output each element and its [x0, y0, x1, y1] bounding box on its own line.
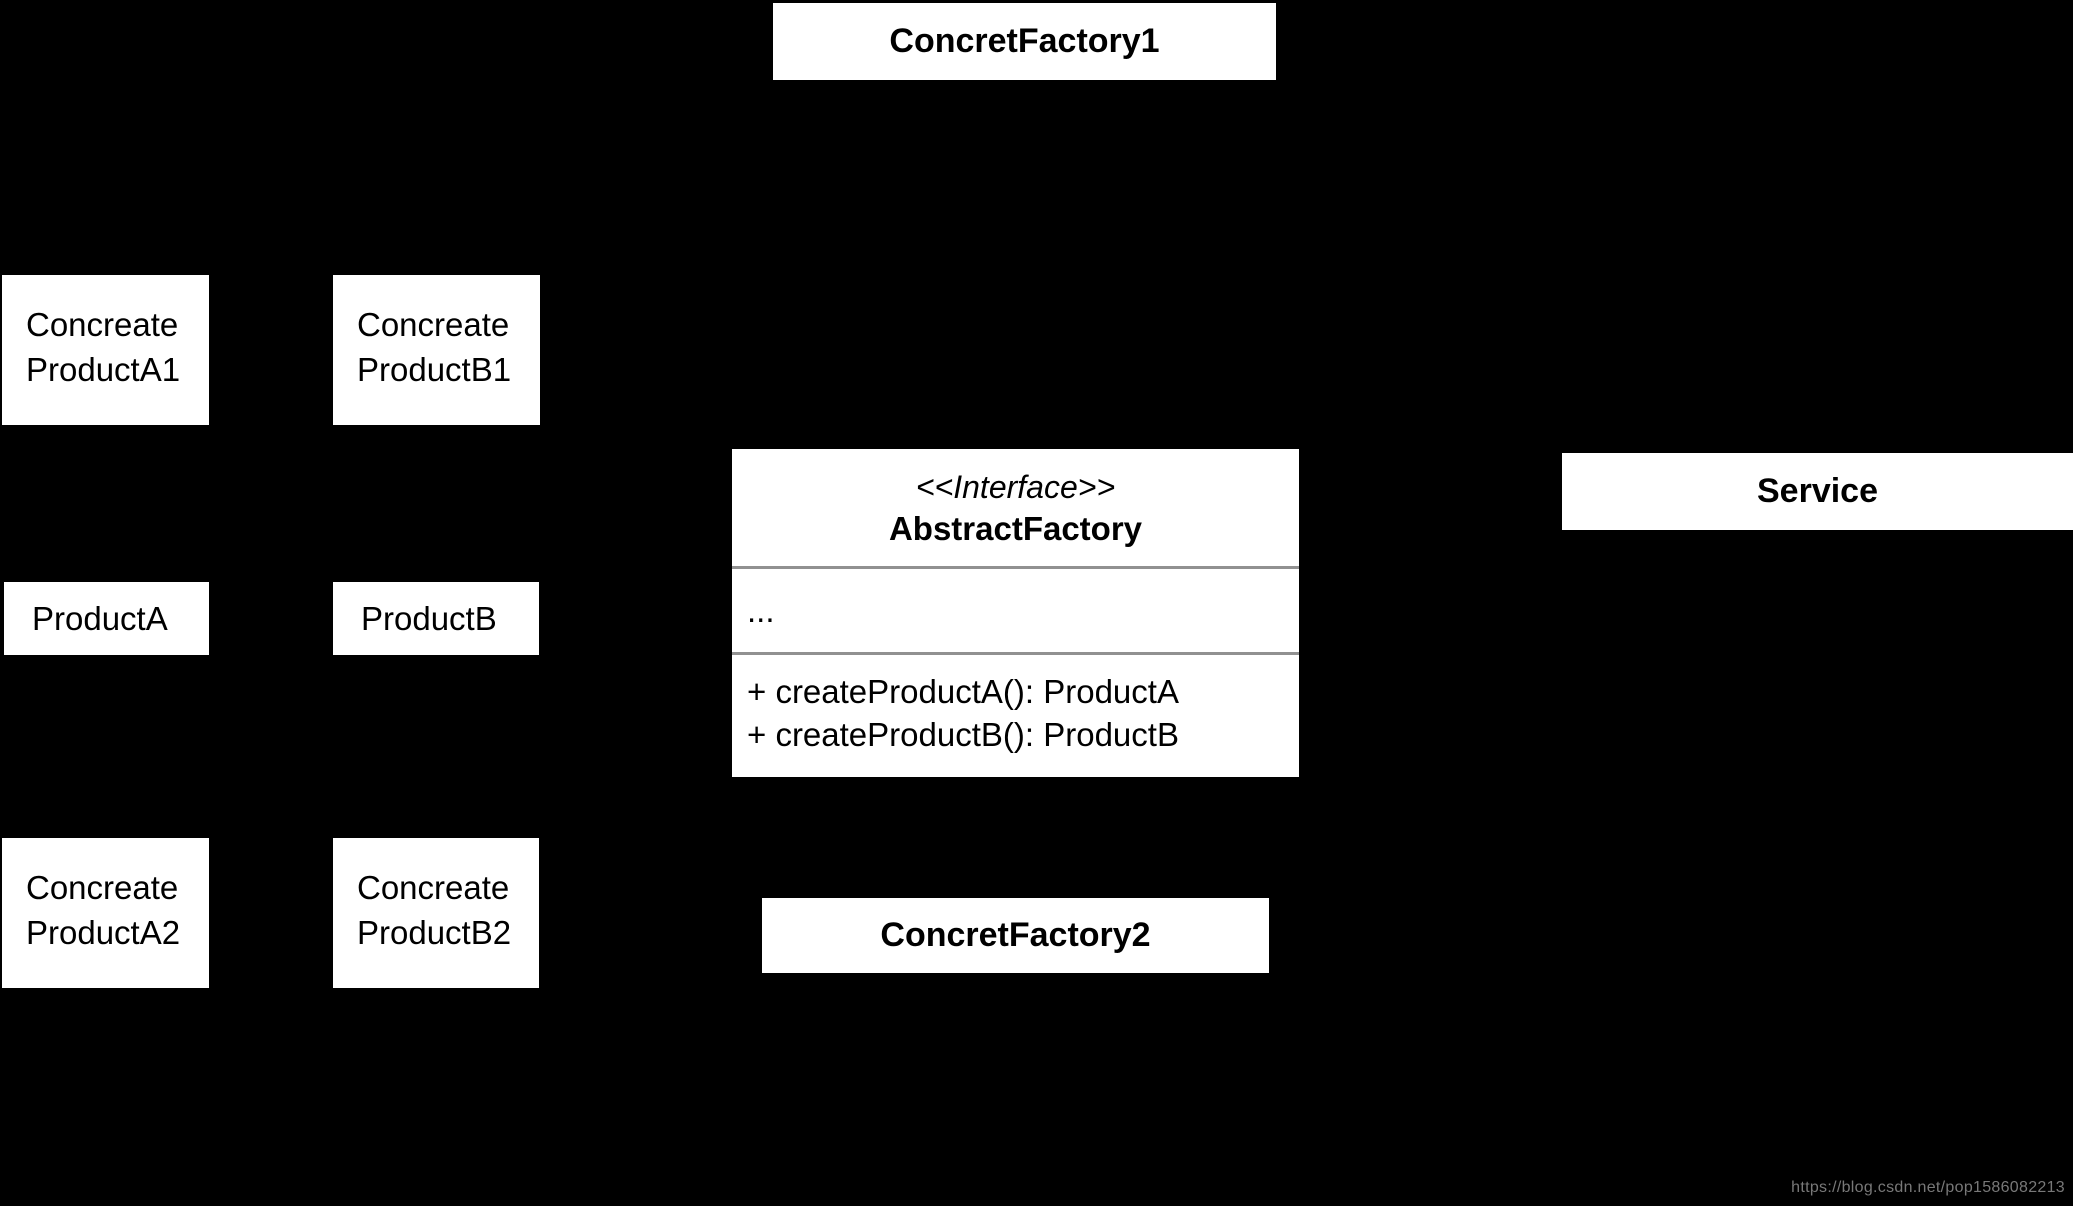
method-create-product-a: + createProductA(): ProductA — [747, 673, 1179, 710]
class-box-product-a: ProductA — [4, 582, 209, 655]
class-box-service: Service — [1562, 453, 2073, 530]
class-name-line1: Concreate — [357, 306, 510, 343]
class-name: Service — [1757, 472, 1878, 510]
class-box-concreate-product-a2: Concreate ProductA2 — [2, 838, 209, 988]
interface-header: <<Interface>> AbstractFactory — [732, 449, 1299, 566]
class-box-concret-factory2: ConcretFactory2 — [762, 898, 1269, 973]
interface-box-abstract-factory: <<Interface>> AbstractFactory ... + crea… — [732, 449, 1299, 777]
methods-section: + createProductA(): ProductA + createPro… — [732, 655, 1299, 756]
method-create-product-b: + createProductB(): ProductB — [747, 716, 1179, 753]
class-name: ConcretFactory2 — [880, 916, 1151, 954]
attributes-section: ... — [732, 569, 1299, 652]
class-box-concreate-product-b2: Concreate ProductB2 — [333, 838, 539, 988]
class-name-line1: Concreate — [357, 869, 510, 906]
section-divider — [732, 566, 1299, 569]
interface-stereotype: <<Interface>> — [915, 468, 1116, 505]
class-box-concreate-product-b1: Concreate ProductB1 — [333, 275, 540, 425]
class-box-product-b: ProductB — [333, 582, 539, 655]
class-box-concreate-product-a1: Concreate ProductA1 — [2, 275, 209, 425]
class-name-line2: ProductB2 — [357, 914, 512, 951]
interface-name: AbstractFactory — [888, 509, 1143, 547]
class-box-concret-factory1: ConcretFactory1 — [773, 3, 1276, 80]
class-name-line2: ProductB1 — [357, 351, 512, 388]
class-name-line1: Concreate — [26, 306, 179, 343]
class-name: ProductA — [32, 599, 168, 637]
watermark-url: https://blog.csdn.net/pop1586082213 — [1791, 1179, 2065, 1196]
class-name-line2: ProductA1 — [26, 351, 181, 388]
class-name: ConcretFactory1 — [889, 22, 1160, 60]
class-name-line2: ProductA2 — [26, 914, 181, 951]
class-name-line1: Concreate — [26, 869, 179, 906]
section-divider — [732, 652, 1299, 655]
attributes-placeholder: ... — [747, 591, 775, 629]
class-name: ProductB — [361, 599, 497, 637]
